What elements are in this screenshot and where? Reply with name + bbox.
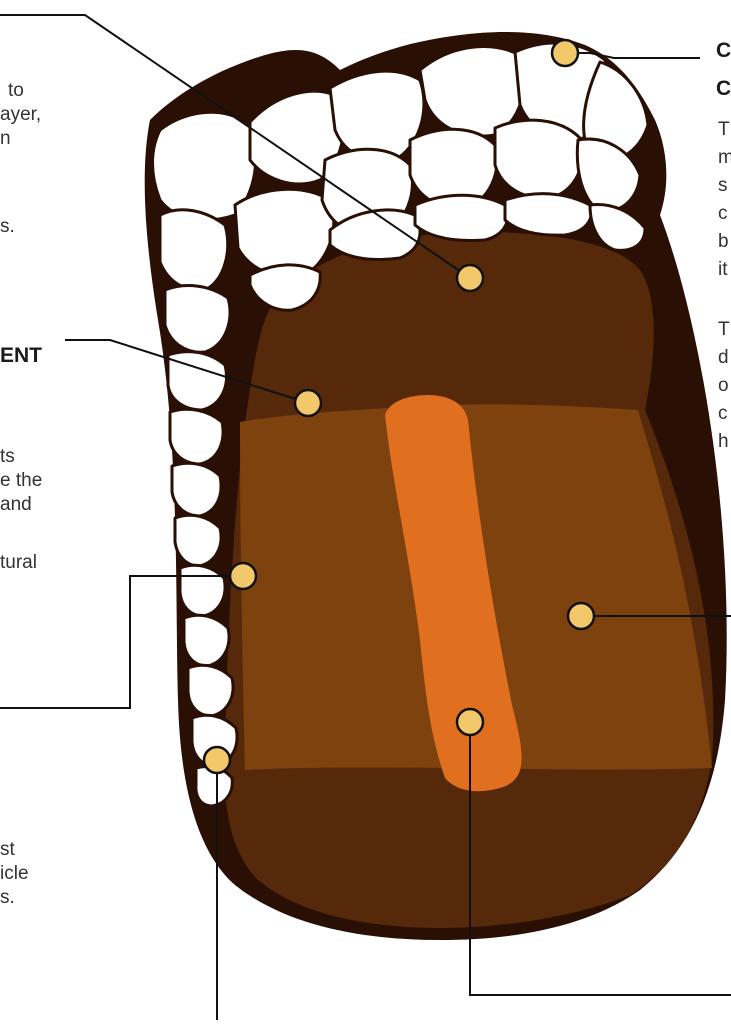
marker-medulla xyxy=(457,709,483,735)
right-text-2: m xyxy=(718,146,731,170)
scale xyxy=(165,286,230,353)
scale xyxy=(180,565,225,616)
left-heading-1: ENT xyxy=(0,343,42,369)
right-text-1: T xyxy=(718,118,730,142)
left-text-9: st xyxy=(0,838,15,862)
right-text-11: h xyxy=(718,430,729,454)
right-text-10: c xyxy=(718,402,728,426)
right-text-6: it xyxy=(718,258,728,282)
marker-pigment-layer xyxy=(295,390,321,416)
right-text-9: o xyxy=(718,374,729,398)
marker-left-scales xyxy=(230,563,256,589)
scale xyxy=(184,615,229,666)
left-text-6: e the xyxy=(0,469,42,493)
right-text-3: s xyxy=(718,174,728,198)
marker-cuticle xyxy=(204,747,230,773)
right-heading-1: C xyxy=(716,38,731,64)
scale xyxy=(172,463,221,516)
scale xyxy=(235,189,334,276)
scale xyxy=(175,515,221,566)
right-text-8: d xyxy=(718,346,729,370)
scale xyxy=(188,665,233,716)
left-text-8: tural xyxy=(0,551,37,575)
left-text-4: s. xyxy=(0,215,15,239)
right-text-4: c xyxy=(718,202,728,226)
marker-cortex-mid xyxy=(568,603,594,629)
marker-cortex-top xyxy=(457,265,483,291)
scale xyxy=(160,210,228,290)
scale xyxy=(415,195,508,240)
left-text-10: icle xyxy=(0,862,29,886)
scale xyxy=(505,194,591,235)
left-text-7: and xyxy=(0,493,32,517)
right-text-5: b xyxy=(718,230,729,254)
right-heading-2: C xyxy=(716,76,731,102)
left-text-1: to xyxy=(8,79,24,103)
left-text-2: ayer, xyxy=(0,103,41,127)
right-text-7: T xyxy=(718,318,730,342)
left-text-11: s. xyxy=(0,886,15,910)
marker-outer-scales xyxy=(552,40,578,66)
left-text-5: ts xyxy=(0,445,15,469)
left-text-3: n xyxy=(0,127,11,151)
scale xyxy=(170,409,223,464)
scale xyxy=(495,120,582,198)
